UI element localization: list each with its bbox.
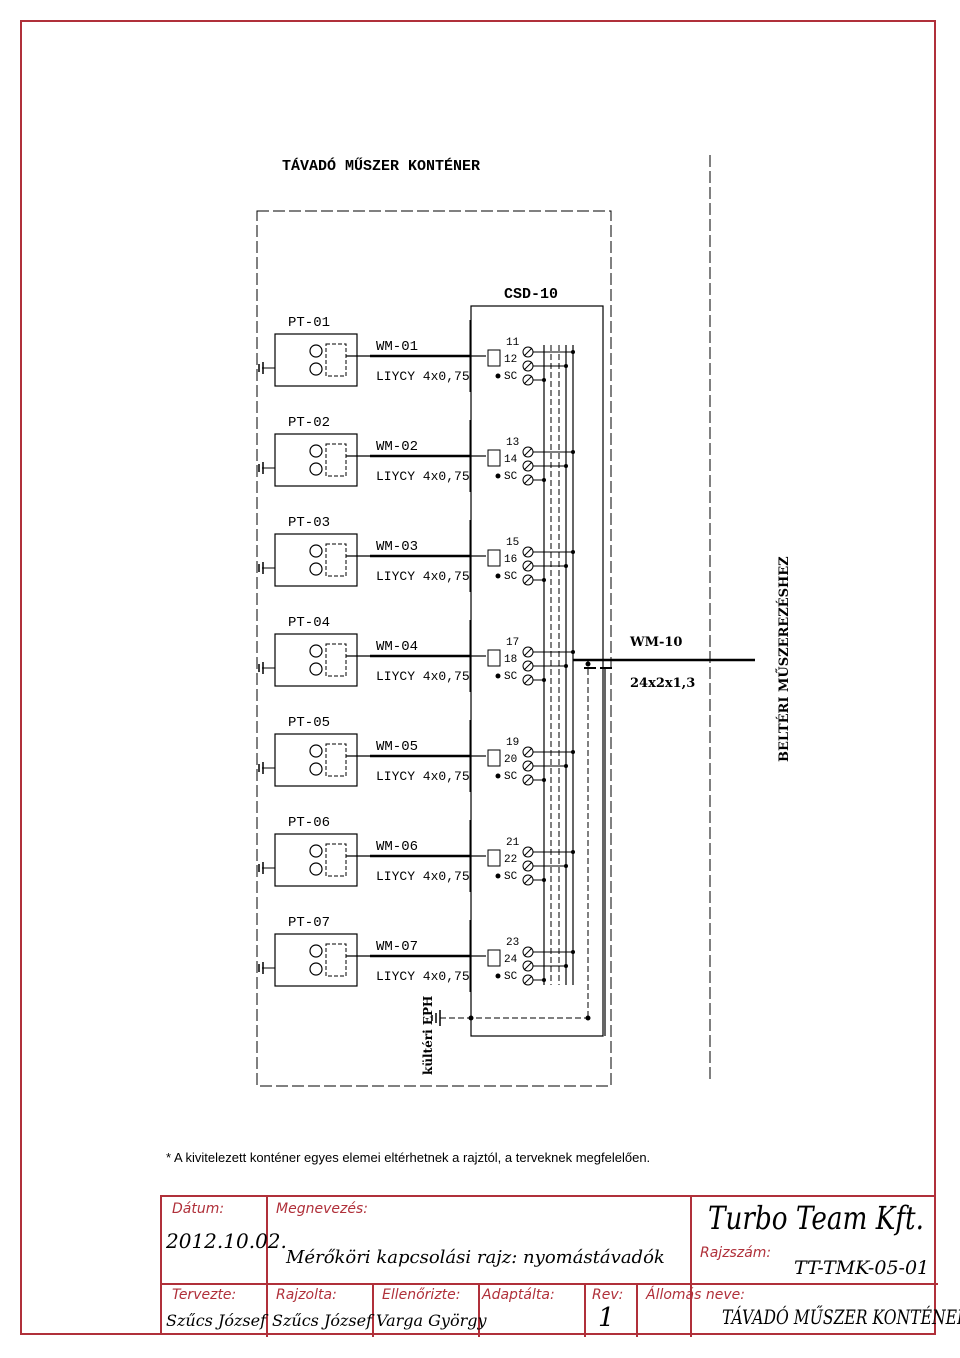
cable-name: WM-03 — [376, 539, 418, 555]
cable-type: LIYCY 4x0,75 — [376, 569, 470, 584]
main-cable — [573, 658, 755, 1036]
terminal-number: 18 — [504, 654, 517, 666]
transmitter-box — [274, 433, 358, 487]
instrument-tag: PT-05 — [288, 715, 330, 731]
terminal-number: 20 — [504, 754, 517, 766]
terminal-number: 11 — [506, 337, 520, 349]
cable-type: LIYCY 4x0,75 — [376, 769, 470, 784]
terminal-shield: SC — [504, 571, 518, 583]
company-name: Turbo Team Kft. — [708, 1199, 924, 1237]
date-label: Dátum: — [172, 1201, 225, 1217]
adapted-label: Adaptálta: — [482, 1287, 555, 1303]
terminal-number: 24 — [504, 954, 518, 966]
terminal-number: 15 — [506, 537, 519, 549]
transmitter-box — [274, 333, 358, 387]
junction-box-outline — [470, 305, 604, 1037]
terminal-shield: SC — [504, 471, 518, 483]
earthing-label: kültéri EPH — [421, 996, 435, 1075]
instrument-tag: PT-07 — [288, 915, 330, 931]
cable-type: LIYCY 4x0,75 — [376, 369, 470, 384]
cable-type: LIYCY 4x0,75 — [376, 669, 470, 684]
terminal-bus — [543, 345, 574, 985]
main-cable-name: WM-10 — [629, 635, 682, 650]
transmitter-box — [274, 633, 358, 687]
rev-value: 1 — [598, 1303, 615, 1333]
transmitter-box — [274, 533, 358, 587]
terminal-number: 17 — [506, 637, 519, 649]
transmitter-box — [274, 833, 358, 887]
designed-label: Tervezte: — [172, 1287, 237, 1303]
cable-name: WM-04 — [376, 639, 418, 655]
station-label: Állomás neve: — [646, 1287, 745, 1303]
cable-name: WM-07 — [376, 939, 418, 955]
drawn-label: Rajzolta: — [276, 1287, 337, 1303]
terminal-shield: SC — [504, 371, 518, 383]
checked-value: Varga György — [376, 1311, 487, 1330]
drawing-no-label: Rajzszám: — [700, 1245, 772, 1261]
main-cable-type: 24x2x1,3 — [630, 676, 695, 691]
drawing-no-value: TT-TMK-05-01 — [794, 1257, 930, 1279]
cable-name: WM-02 — [376, 439, 418, 455]
terminal-shield: SC — [504, 671, 518, 683]
drawing-title: TÁVADÓ MŰSZER KONTÉNER — [282, 157, 480, 175]
transmitter-box — [274, 933, 358, 987]
terminal-number: 22 — [504, 854, 517, 866]
wiring-diagram: TÁVADÓ MŰSZER KONTÉNER CSD-10 WM-10 24x2… — [256, 155, 792, 1087]
terminal-number: 13 — [506, 437, 519, 449]
checked-label: Ellenőrizte: — [382, 1287, 461, 1303]
station-value: TÁVADÓ MŰSZER KONTÉNER — [722, 1305, 960, 1329]
container-outline — [256, 210, 612, 1087]
terminal-number: 23 — [506, 937, 519, 949]
date-value: 2012.10.02. — [166, 1229, 287, 1253]
cable-type: LIYCY 4x0,75 — [376, 969, 470, 984]
terminal-shield: SC — [504, 971, 518, 983]
destination-label: BELTÉRI MŰSZEREZÉSHEZ — [776, 556, 792, 762]
drawn-value: Szűcs József — [272, 1311, 373, 1330]
name-value: Mérőköri kapcsolási rajz: nyomástávadók — [286, 1247, 665, 1268]
cable-name: WM-01 — [376, 339, 418, 355]
rev-label: Rev: — [592, 1287, 624, 1303]
cable-name: WM-06 — [376, 839, 418, 855]
cable-type: LIYCY 4x0,75 — [376, 469, 470, 484]
terminal-shield: SC — [504, 871, 518, 883]
terminal-number: 16 — [504, 554, 517, 566]
name-label: Megnevezés: — [276, 1201, 368, 1217]
transmitter-box — [274, 733, 358, 787]
title-block: Dátum: 2012.10.02. Megnevezés: Mérőköri … — [160, 1195, 960, 1337]
instrument-tag: PT-06 — [288, 815, 330, 831]
cable-type: LIYCY 4x0,75 — [376, 869, 470, 884]
terminal-shield: SC — [504, 771, 518, 783]
earthing-line — [431, 1010, 591, 1026]
terminal-number: 12 — [504, 354, 517, 366]
instrument-tag: PT-01 — [288, 315, 330, 331]
instrument-tag: PT-03 — [288, 515, 330, 531]
designed-value: Szűcs József — [166, 1311, 267, 1330]
instrument-tag: PT-02 — [288, 415, 330, 431]
terminal-number: 19 — [506, 737, 519, 749]
terminal-number: 14 — [504, 454, 518, 466]
instrument-tag: PT-04 — [288, 615, 330, 631]
junction-box-label: CSD-10 — [504, 286, 558, 303]
drawing-note: * A kivitelezett konténer egyes elemei e… — [166, 1150, 651, 1165]
terminal-number: 21 — [506, 837, 520, 849]
cable-name: WM-05 — [376, 739, 418, 755]
